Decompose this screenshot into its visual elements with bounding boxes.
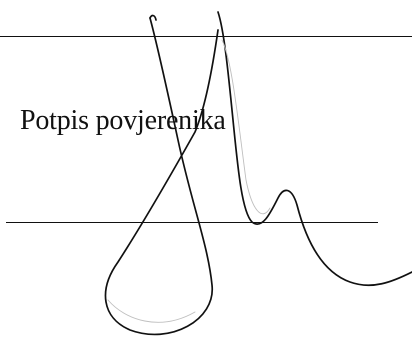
top-rule [0,36,412,37]
signature-stroke-left-loop [104,17,219,336]
signature-faint-stroke [221,39,271,215]
signature-faint-stroke [107,299,196,323]
signature-caption: Potpis povjerenika [20,105,226,136]
signature-stroke-right [217,11,412,287]
signature-stroke-hook [149,14,157,21]
signature-line [6,222,378,223]
